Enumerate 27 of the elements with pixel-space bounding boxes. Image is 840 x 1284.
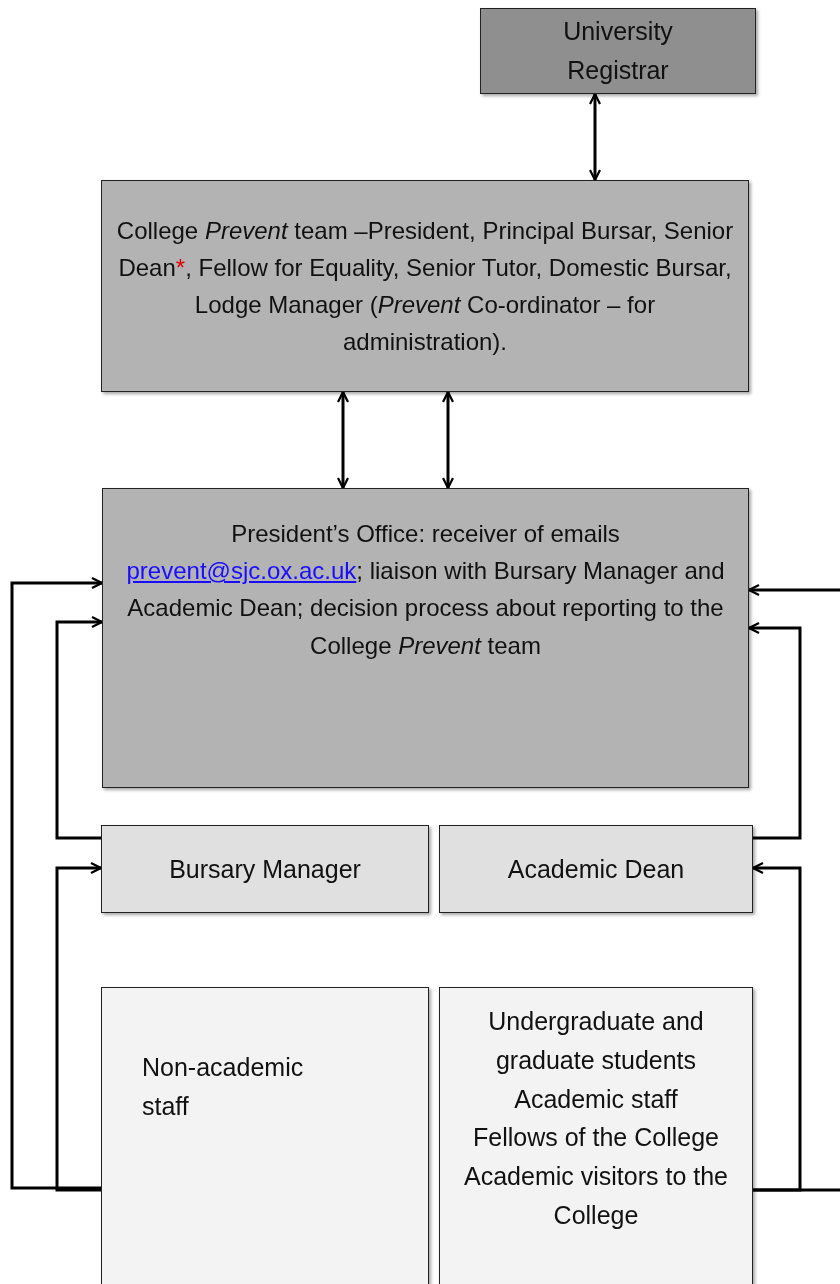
box-label: Fellows of the College [473,1122,719,1154]
box-label: Bursary Manager [169,853,361,885]
org-box [102,488,749,788]
org-box [101,987,429,1284]
box-label: University Registrar [562,16,674,86]
arrow [588,92,602,182]
email-link: prevent@sjc.ox.ac.uk [126,557,357,585]
arrow [441,390,455,490]
box-label: Academic visitors to the College [463,1161,729,1231]
arrow [747,583,840,597]
org-box [101,825,429,913]
box-label: College Prevent team –President, Principal Bursar, Senior Dean*, Fellow for Equality, Senior Tutor, Domestic Bursar, Lodge Manager (Prevent Co-ordinator – for administration). [116,215,734,358]
box-label: Academic Dean [507,853,685,885]
org-box [480,8,756,94]
arrow [55,615,104,840]
arrow [10,576,104,1190]
org-box [439,987,753,1284]
box-label: Undergraduate and graduate students [487,1006,705,1076]
arrow [55,861,103,1192]
org-box [101,180,749,392]
arrow [336,390,350,490]
arrow [747,621,802,840]
arrow [751,861,802,1192]
box-label: Non-academic staff [142,1052,305,1122]
box-label: Academic staff [514,1083,678,1115]
box-label: President’s Office: receiver of emails prevent@sjc.ox.ac.uk; liaison with Bursary Manager and Academic Dean; decision process about reporting to the College Prevent team [125,519,726,661]
org-box [439,825,753,913]
